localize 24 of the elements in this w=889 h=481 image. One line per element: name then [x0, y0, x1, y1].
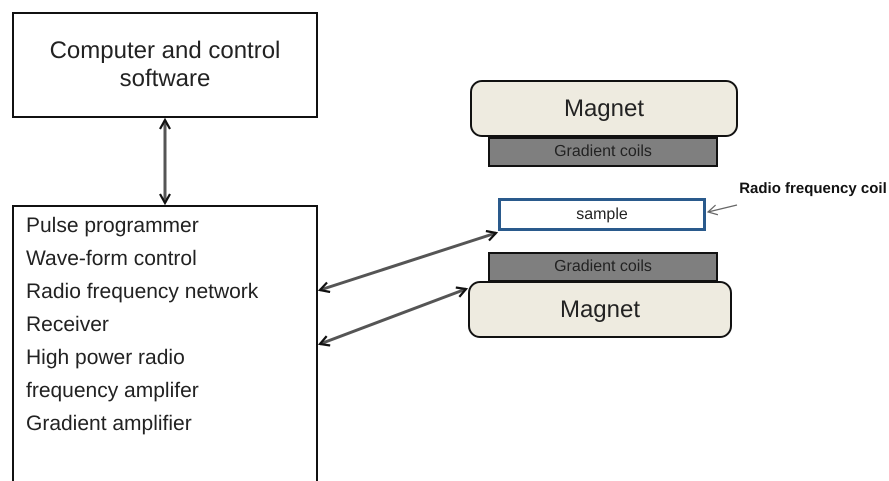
box-label: Computer and control software: [48, 37, 282, 93]
gradient-coil-block: [488, 137, 718, 167]
box-label: sample: [576, 206, 628, 224]
double-arrow: [158, 118, 172, 204]
callout-text: Radio frequency coil: [738, 179, 888, 199]
gradient-coil-block: [488, 252, 718, 282]
box-label: Gradient coils: [554, 258, 652, 276]
list-item: Gradient amplifier: [26, 411, 193, 437]
box-label: Magnet: [564, 94, 644, 122]
list-item: Radio frequency network: [26, 279, 260, 305]
sample-box: [498, 198, 706, 231]
leader-arrow: [707, 204, 738, 216]
box-label: Magnet: [560, 296, 640, 324]
list-item: Pulse programmer: [26, 213, 200, 239]
list-item: Receiver: [26, 312, 110, 338]
process-box: [12, 12, 318, 118]
list-item: High power radio frequency amplifer: [26, 345, 200, 404]
box-label: Gradient coils: [554, 143, 652, 161]
double-arrow: [318, 230, 498, 294]
magnet-block: [468, 281, 732, 338]
double-arrow: [318, 286, 468, 347]
list-item: Wave-form control: [26, 246, 198, 272]
magnet-block: [470, 80, 738, 137]
process-box: [12, 205, 318, 481]
